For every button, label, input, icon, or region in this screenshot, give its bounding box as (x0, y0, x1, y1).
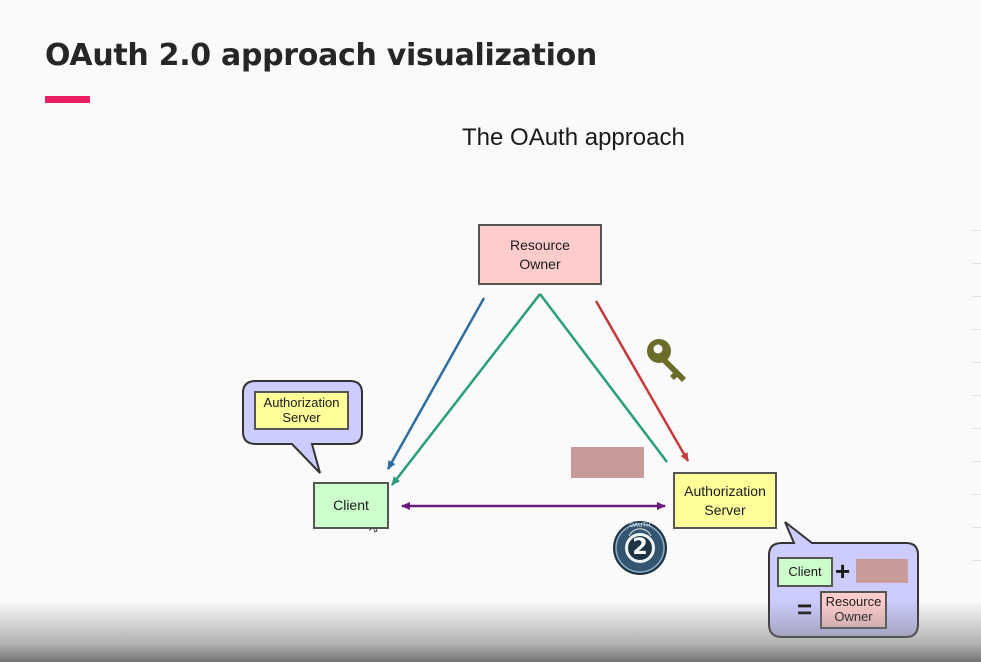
diagram-subtitle: The OAuth approach (462, 124, 685, 151)
server-bubble-client-box: Client (777, 557, 833, 587)
line-apex-to-server (539, 293, 668, 463)
access-token-block (571, 447, 644, 478)
server-bubble-equals: = (797, 594, 813, 624)
title-accent-bar (45, 96, 90, 103)
server-bubble-owner-label: Resource Owner (825, 594, 882, 624)
server-bubble-plus: + (835, 556, 851, 586)
client-box: Client (313, 482, 389, 529)
oauth2-badge-label: 2 (632, 535, 648, 560)
resource-owner-box: Resource Owner (478, 224, 602, 285)
arrow-owner-to-server (594, 300, 690, 462)
authorization-server-box: Authorization Server (673, 472, 777, 529)
key-icon (647, 339, 686, 382)
arrow-apex-to-client (391, 293, 541, 486)
client-bubble-server-label: Authorization Server (263, 394, 340, 425)
client-bubble-server-box: Authorization Server (254, 391, 349, 430)
slide-title: OAuth 2.0 approach visualization (45, 38, 597, 73)
oauth2-badge-ring-text: OAUTH (629, 522, 651, 529)
arrow-owner-to-client (386, 297, 486, 470)
authorization-server-label: Authorization Server (684, 482, 766, 518)
resource-owner-label: Resource Owner (510, 236, 570, 272)
client-label: Client (333, 497, 369, 514)
server-bubble-token-block (856, 559, 908, 583)
oauth2-badge-icon (613, 521, 667, 575)
server-bubble-client-label: Client (788, 564, 822, 580)
server-bubble-owner-box: Resource Owner (820, 591, 887, 629)
right-edge-guides (971, 230, 981, 610)
